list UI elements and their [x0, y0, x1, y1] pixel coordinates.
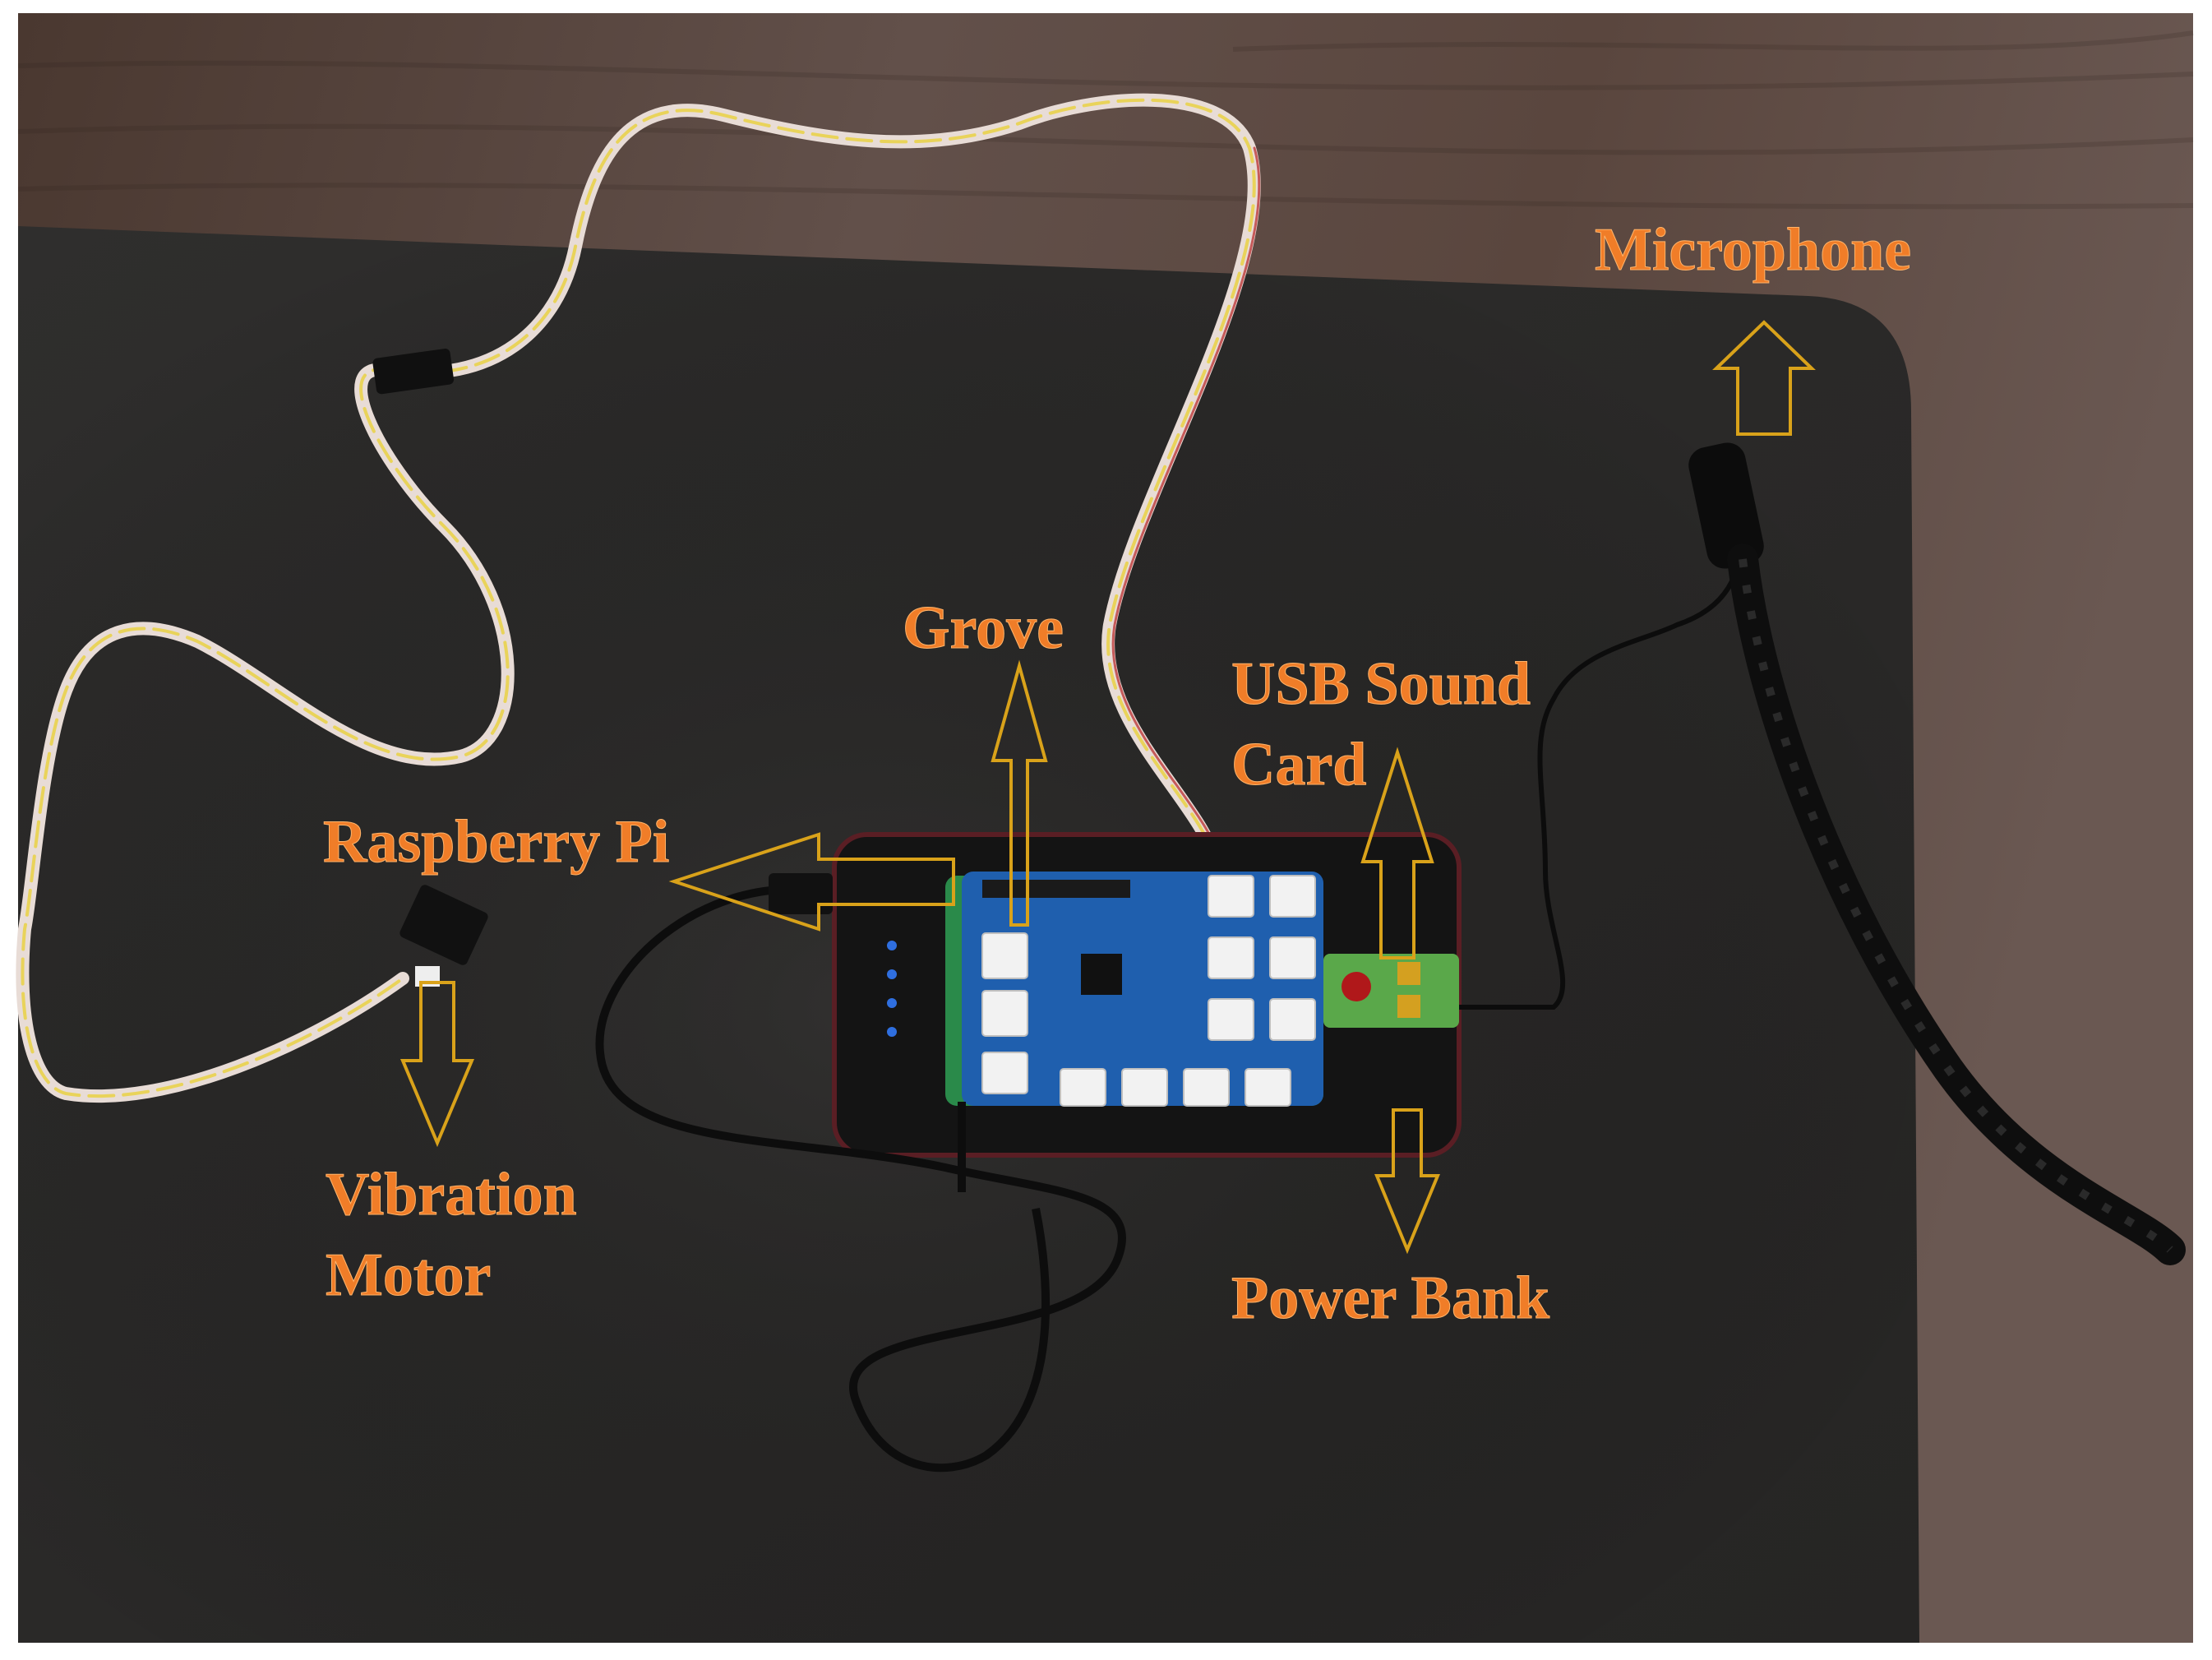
grove-hat-board — [962, 872, 1323, 1106]
microphone — [1688, 442, 2186, 1265]
label-raspberry-pi: Raspberry Pi — [322, 808, 670, 876]
grove-cable-to-motor — [16, 93, 1261, 1103]
usb-plug — [769, 873, 833, 914]
usb-power-cable — [595, 885, 1126, 1473]
label-usb-sound-card-line1: USB Sound — [1231, 650, 1531, 719]
label-grove: Grove — [903, 594, 1064, 663]
grove-chip — [1081, 954, 1122, 995]
label-power-bank: Power Bank — [1231, 1265, 1550, 1333]
sound-card-led — [1342, 972, 1371, 1001]
wood-grain — [17, 30, 2194, 210]
gpio-header — [982, 880, 1130, 898]
arrow-vibration-motor — [399, 981, 475, 1148]
label-usb-sound-card-line2: Card — [1231, 731, 1367, 799]
label-microphone: Microphone — [1594, 216, 1912, 284]
label-vibration-motor: Vibration Motor — [326, 1154, 578, 1316]
label-vibration-motor-line1: Vibration — [326, 1161, 578, 1229]
arrow-raspberry-pi — [668, 832, 955, 932]
label-usb-sound-card: USB Sound Card — [1231, 644, 1531, 805]
arrow-power-bank — [1374, 1108, 1440, 1255]
microphone-cable — [1459, 525, 1745, 1010]
power-bank-leds — [887, 941, 897, 1037]
annotation-arrows — [399, 320, 1816, 1255]
arrow-microphone — [1712, 320, 1816, 436]
cable-connector — [372, 349, 455, 395]
label-vibration-motor-line2: Motor — [326, 1242, 492, 1310]
arrow-usb-sound-card — [1360, 747, 1434, 959]
arrow-grove — [991, 659, 1048, 927]
grove-ports — [981, 875, 1316, 1107]
